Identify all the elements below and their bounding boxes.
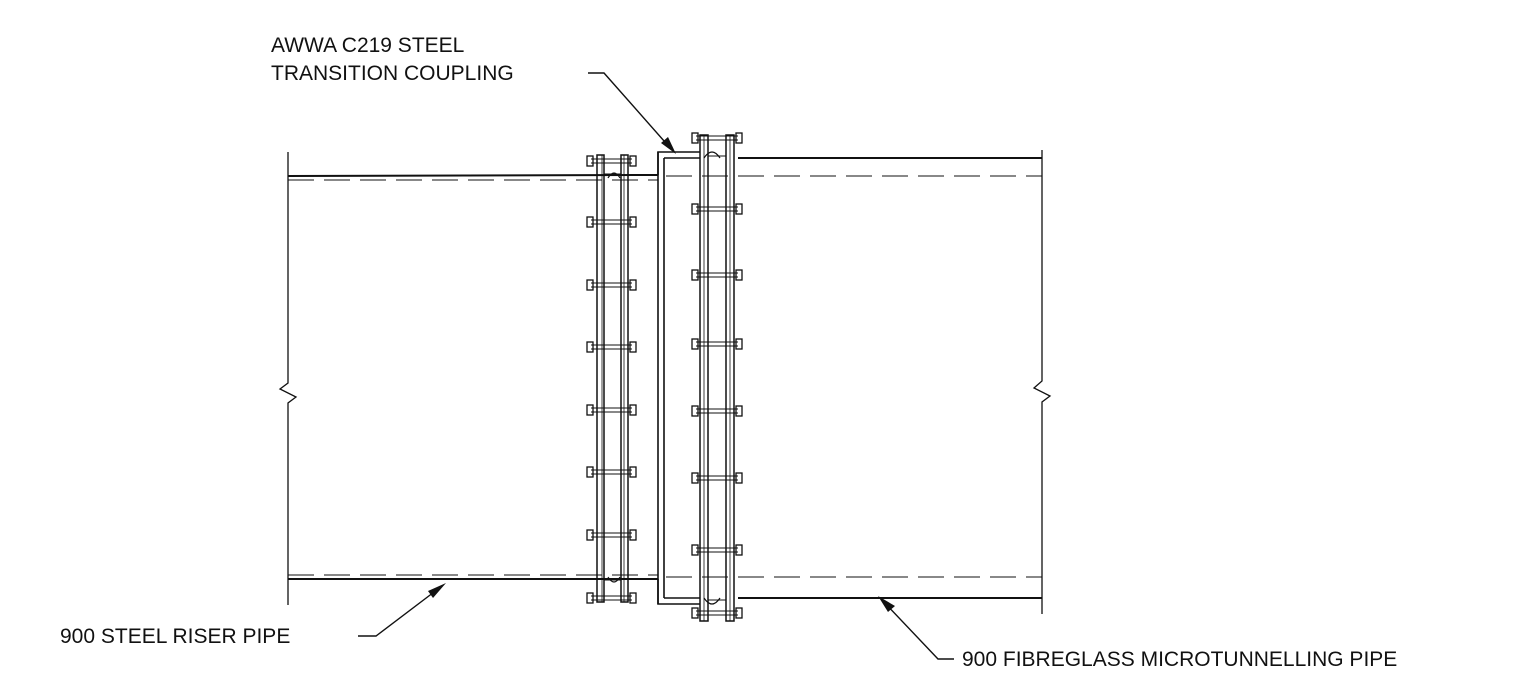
bolt-left-1 [586,155,637,167]
left-flange-bolts [586,155,637,604]
right-flange-bolts [691,132,743,619]
right-flanges [699,134,735,622]
transition-coupling-sleeve [607,151,721,605]
bolt-right-2 [691,203,743,215]
right-break-line [1032,150,1052,614]
fibreglass-pipe [666,150,1052,614]
coupling-label-line-2: TRANSITION COUPLING [271,62,514,85]
bolt-right-1 [691,132,743,144]
bolt-left-5 [586,404,637,416]
fibreglass-pipe-leader [881,599,954,660]
bolt-right-8 [691,607,743,619]
steel-pipe-arrowhead [428,583,446,598]
bolt-right-5 [691,405,743,417]
coupling-leader [588,72,673,151]
bolt-right-6 [691,472,743,484]
bolt-left-6 [586,466,637,478]
coupling-arrowhead [661,137,676,154]
steel-pipe-leader [358,585,443,637]
fibreglass-pipe-label: 900 FIBREGLASS MICROTUNNELLING PIPE [962,648,1397,671]
left-break-line [278,152,298,605]
bolt-left-4 [586,341,637,353]
steel-pipe-label: 900 STEEL RISER PIPE [60,625,290,648]
bolt-left-2 [586,216,637,228]
bolt-left-3 [586,279,637,291]
coupling-label-line-1: AWWA C219 STEEL [271,34,464,57]
bolt-left-7 [586,529,637,541]
leader-arrowheads [428,137,895,612]
leaders [358,72,954,660]
bolt-left-8 [586,592,637,604]
steel-pipe-top-wall [287,174,659,177]
bolt-right-4 [691,338,743,350]
bolt-right-3 [691,269,743,281]
bolt-right-7 [691,544,743,556]
left-flanges [596,154,629,603]
fibreglass-pipe-arrowhead [878,596,895,612]
